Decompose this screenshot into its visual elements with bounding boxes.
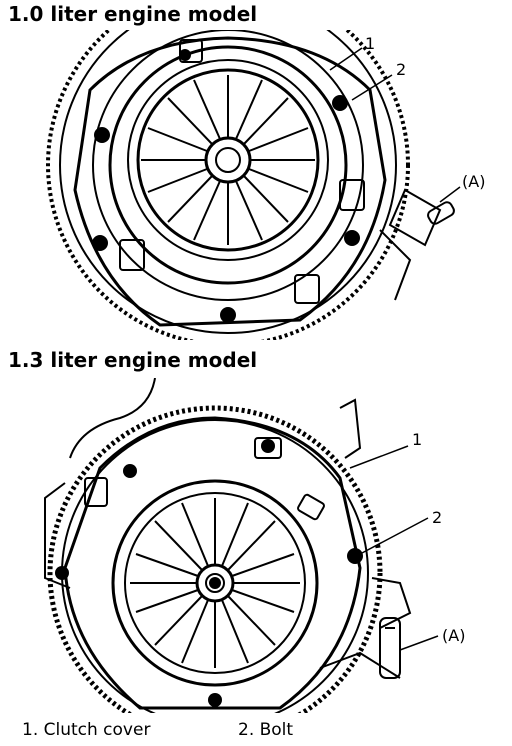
legend-bolt: 2. Bolt — [238, 720, 294, 740]
callout-1-fig1: 1 — [365, 34, 376, 53]
callout-2-fig2: 2 — [432, 508, 443, 527]
heading-1-0-liter: 1.0 liter engine model — [8, 2, 258, 26]
callout-a-fig1: (A) — [462, 172, 486, 191]
callout-1-fig2: 1 — [412, 430, 423, 449]
callout-2-fig1: 2 — [396, 60, 407, 79]
clutch-diagram-1-0-liter — [46, 30, 461, 340]
clutch-diagram-1-3-liter — [44, 378, 439, 713]
callout-a-fig2: (A) — [442, 626, 466, 645]
heading-1-3-liter: 1.3 liter engine model — [8, 348, 258, 372]
legend-clutch-cover: 1. Clutch cover — [22, 720, 151, 740]
